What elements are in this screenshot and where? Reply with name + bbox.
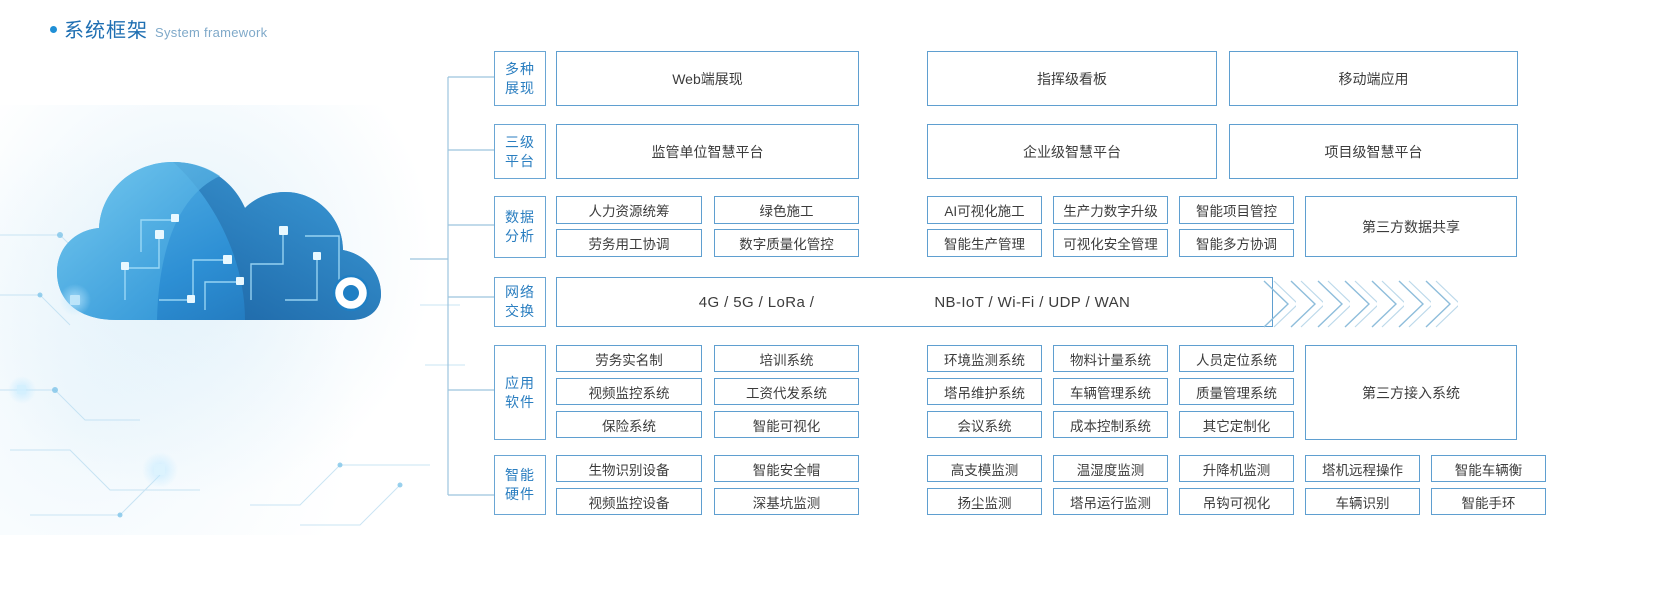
cell-network-protocols[interactable]: 4G / 5G / LoRa / NB-IoT / Wi-Fi / UDP / … [556, 277, 1273, 327]
cell-productivity-upgrade[interactable]: 生产力数字升级 [1053, 196, 1168, 224]
cell-cost-control[interactable]: 成本控制系统 [1053, 411, 1168, 438]
cell-smart-multi-coordination[interactable]: 智能多方协调 [1179, 229, 1294, 257]
chevron-arrow-icon [1424, 279, 1458, 328]
chevron-arrow-icon [1316, 279, 1350, 328]
cell-project-platform[interactable]: 项目级智慧平台 [1229, 124, 1518, 179]
chevron-arrow-icon [1262, 279, 1296, 328]
cell-vehicle-management[interactable]: 车辆管理系统 [1053, 378, 1168, 405]
cell-ai-visual-construction[interactable]: AI可视化施工 [927, 196, 1042, 224]
connection-node-icon [332, 274, 370, 312]
row-label-line1: 三级 [505, 133, 535, 150]
page-title: 系统框架 [64, 20, 148, 42]
row-label-network: 网络 交换 [494, 277, 546, 327]
cell-video-surveillance-system[interactable]: 视频监控系统 [556, 378, 702, 405]
network-flow-arrows [1262, 277, 1458, 328]
cell-environment-monitor[interactable]: 环境监测系统 [927, 345, 1042, 372]
cell-dust-monitoring[interactable]: 扬尘监测 [927, 488, 1042, 515]
cell-third-party-data-sharing[interactable]: 第三方数据共享 [1305, 196, 1517, 257]
row-network: 网络 交换 4G / 5G / LoRa / NB-IoT / Wi-Fi / … [494, 277, 1274, 327]
cell-training-system[interactable]: 培训系统 [714, 345, 859, 372]
row-label-line2: 软件 [505, 393, 535, 410]
row-label-line1: 数据 [505, 209, 535, 225]
cell-insurance-system[interactable]: 保险系统 [556, 411, 702, 438]
cell-smart-weighbridge[interactable]: 智能车辆衡 [1431, 455, 1546, 482]
cell-crane-operation-monitoring[interactable]: 塔吊运行监测 [1053, 488, 1168, 515]
connector-bracket [410, 76, 494, 496]
page-header: 系统框架 System framework [50, 14, 267, 43]
cell-meeting-system[interactable]: 会议系统 [927, 411, 1042, 438]
cell-labor-realname[interactable]: 劳务实名制 [556, 345, 702, 372]
cell-other-customization[interactable]: 其它定制化 [1179, 411, 1294, 438]
row-label-line2: 分析 [505, 228, 535, 244]
chevron-arrow-icon [1289, 279, 1323, 328]
cell-crane-maintenance[interactable]: 塔吊维护系统 [927, 378, 1042, 405]
row-application: 应用 软件 劳务实名制 培训系统 环境监测系统 物料计量系统 人员定位系统 视频… [494, 345, 1673, 440]
cell-payroll-system[interactable]: 工资代发系统 [714, 378, 859, 405]
row-label-line2: 展现 [505, 79, 535, 96]
hardware-far-column: 塔机远程操作 智能车辆衡 车辆识别 智能手环 [1305, 455, 1546, 515]
cell-temp-humidity-monitoring[interactable]: 温湿度监测 [1053, 455, 1168, 482]
cloud-graphic [0, 162, 465, 526]
cell-elevator-monitoring[interactable]: 升降机监测 [1179, 455, 1294, 482]
row-label-line1: 多种 [505, 60, 535, 77]
cell-mobile-app[interactable]: 移动端应用 [1229, 51, 1518, 106]
cell-crane-remote-operation[interactable]: 塔机远程操作 [1305, 455, 1420, 482]
row-platform: 三级 平台 监管单位智慧平台 企业级智慧平台 项目级智慧平台 [494, 124, 1548, 179]
chevron-arrow-icon [1343, 279, 1377, 328]
cell-smart-visualization[interactable]: 智能可视化 [714, 411, 859, 438]
cell-biometric-device[interactable]: 生物识别设备 [556, 455, 702, 482]
cell-green-construction[interactable]: 绿色施工 [714, 196, 859, 224]
cell-hook-visualization[interactable]: 吊钩可视化 [1179, 488, 1294, 515]
cell-material-metering[interactable]: 物料计量系统 [1053, 345, 1168, 372]
cell-smart-helmet[interactable]: 智能安全帽 [714, 455, 859, 482]
cell-visual-safety-mgmt[interactable]: 可视化安全管理 [1053, 229, 1168, 257]
row-label-line1: 应用 [505, 374, 535, 391]
cell-third-party-access-system[interactable]: 第三方接入系统 [1305, 345, 1517, 440]
row-label-line2: 交换 [505, 303, 535, 319]
row-label-display: 多种 展现 [494, 51, 546, 106]
network-left-text: 4G / 5G / LoRa / [698, 293, 815, 311]
row-label-line2: 硬件 [505, 486, 535, 502]
row-label-data-analysis: 数据 分析 [494, 196, 546, 258]
cell-smart-production-mgmt[interactable]: 智能生产管理 [927, 229, 1042, 257]
cell-digital-quality-control[interactable]: 数字质量化管控 [714, 229, 859, 257]
cell-smart-project-control[interactable]: 智能项目管控 [1179, 196, 1294, 224]
cloud-network-illustration [0, 105, 470, 535]
chevron-arrow-icon [1370, 279, 1404, 328]
page-subtitle: System framework [155, 25, 268, 40]
row-label-application: 应用 软件 [494, 345, 546, 440]
cell-web-display[interactable]: Web端展现 [556, 51, 859, 106]
row-hardware: 智能 硬件 生物识别设备 智能安全帽 高支模监测 温湿度监测 升降机监测 视频监… [494, 455, 1673, 515]
cell-hr-coordination[interactable]: 人力资源统筹 [556, 196, 702, 224]
cell-enterprise-platform[interactable]: 企业级智慧平台 [927, 124, 1217, 179]
cell-vehicle-recognition[interactable]: 车辆识别 [1305, 488, 1420, 515]
row-label-hardware: 智能 硬件 [494, 455, 546, 515]
cell-smart-bracelet[interactable]: 智能手环 [1431, 488, 1546, 515]
cell-labor-coordination[interactable]: 劳务用工协调 [556, 229, 702, 257]
bullet-dot-icon [50, 26, 57, 33]
network-right-text: NB-IoT / Wi-Fi / UDP / WAN [934, 293, 1131, 311]
cell-formwork-monitoring[interactable]: 高支模监测 [927, 455, 1042, 482]
row-label-line2: 平台 [505, 152, 535, 169]
cell-personnel-positioning[interactable]: 人员定位系统 [1179, 345, 1294, 372]
cell-deep-pit-monitoring[interactable]: 深基坑监测 [714, 488, 859, 515]
cell-supervision-platform[interactable]: 监管单位智慧平台 [556, 124, 859, 179]
row-display: 多种 展现 Web端展现 指挥级看板 移动端应用 [494, 51, 1548, 106]
row-data-analysis: 数据 分析 人力资源统筹 绿色施工 AI可视化施工 生产力数字升级 智能项目管控… [494, 196, 1673, 258]
row-label-platform: 三级 平台 [494, 124, 546, 179]
cell-video-surveillance-device[interactable]: 视频监控设备 [556, 488, 702, 515]
row-label-line1: 智能 [505, 467, 535, 483]
cell-command-dashboard[interactable]: 指挥级看板 [927, 51, 1217, 106]
row-label-line1: 网络 [505, 284, 535, 300]
chevron-arrow-icon [1397, 279, 1431, 328]
cell-quality-management[interactable]: 质量管理系统 [1179, 378, 1294, 405]
